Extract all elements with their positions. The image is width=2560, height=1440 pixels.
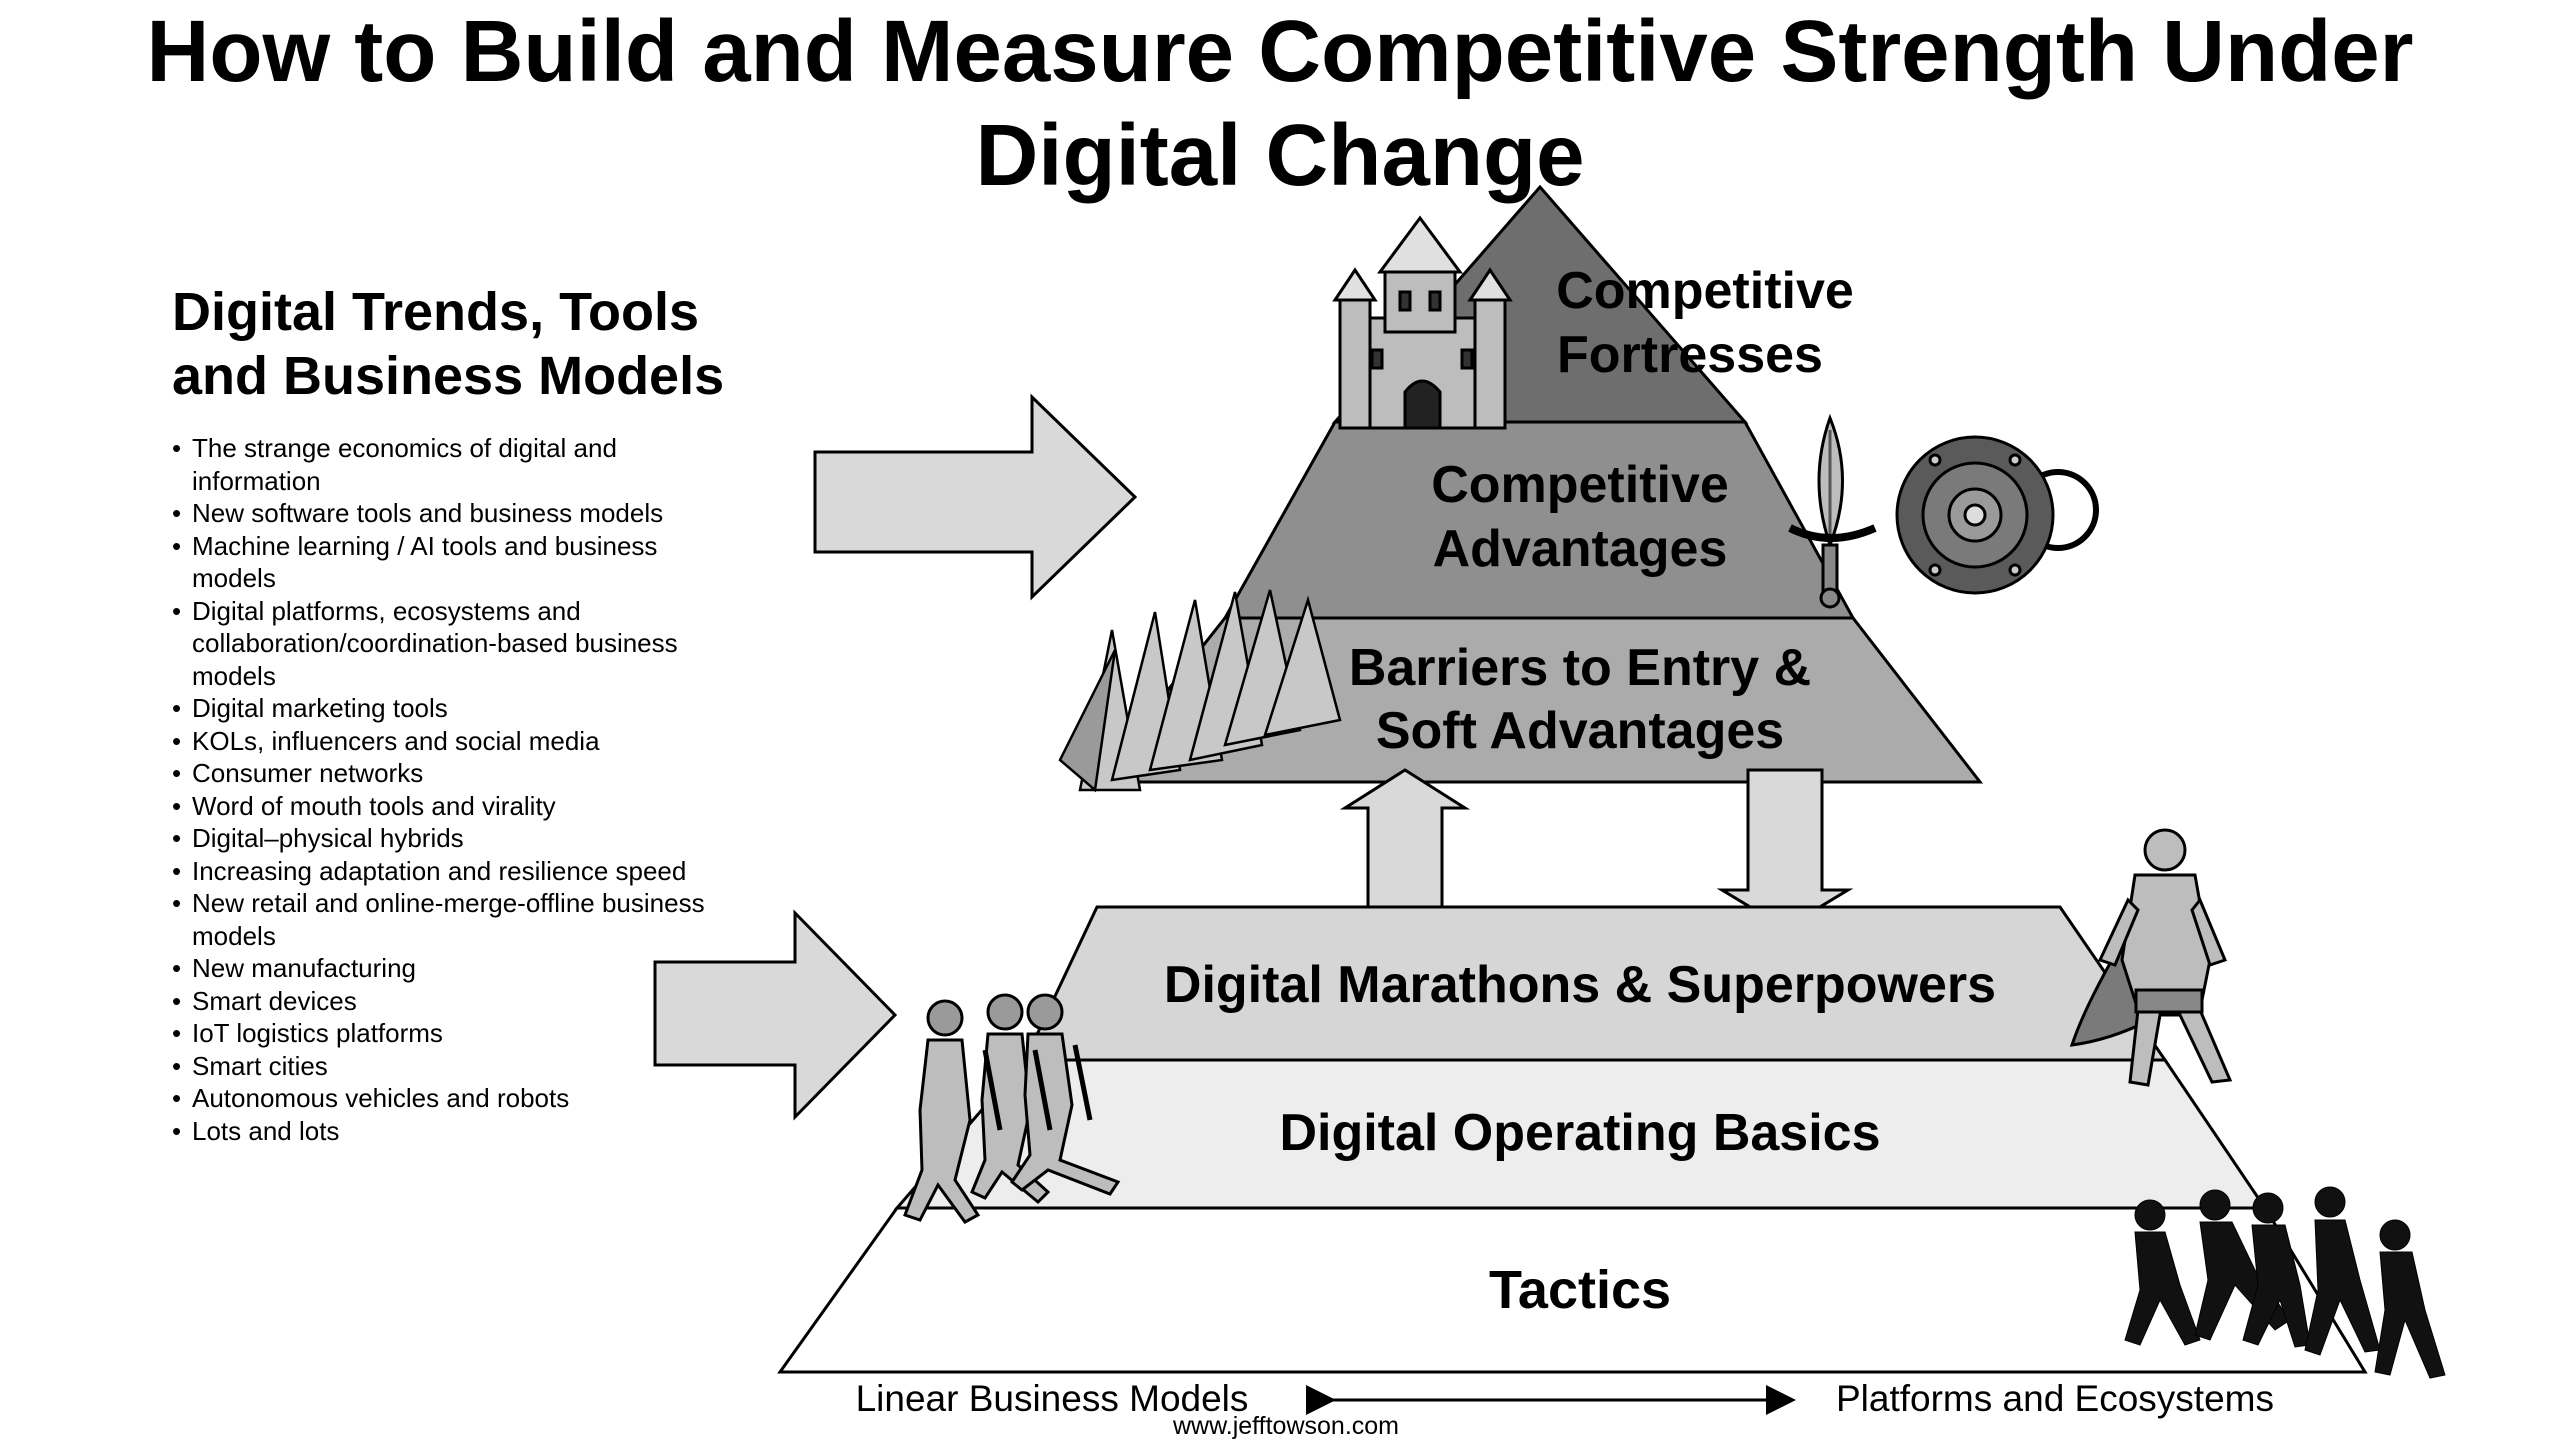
axis-left-label: Linear Business Models bbox=[856, 1378, 1249, 1419]
page-title-line2: Digital Change bbox=[975, 107, 1585, 204]
list-item: Digital–physical hybrids bbox=[172, 822, 732, 855]
list-item: Digital platforms, ecosystems and collab… bbox=[172, 595, 732, 693]
list-item: The strange economics of digital and inf… bbox=[172, 432, 732, 497]
list-item: New software tools and business models bbox=[172, 497, 732, 530]
input-arrow-bottom bbox=[653, 909, 898, 1121]
list-item: IoT logistics platforms bbox=[172, 1017, 732, 1050]
up-arrow bbox=[1339, 768, 1471, 929]
tactics-label: Tactics bbox=[1489, 1260, 1671, 1320]
page-title-line1: How to Build and Measure Competitive Str… bbox=[146, 3, 2414, 100]
basics-label: Digital Operating Basics bbox=[1279, 1104, 1880, 1162]
list-item: Lots and lots bbox=[172, 1115, 732, 1148]
sidebar-heading-line2: and Business Models bbox=[172, 346, 725, 406]
advantages-label-line1: Competitive bbox=[1431, 456, 1729, 514]
barriers-label-line1: Barriers to Entry & bbox=[1349, 639, 1811, 697]
trends-list: The strange economics of digital and inf… bbox=[172, 432, 732, 1147]
list-item: Smart cities bbox=[172, 1050, 732, 1083]
marathons-label: Digital Marathons & Superpowers bbox=[1164, 956, 1996, 1014]
soldiers-icon bbox=[903, 993, 1121, 1224]
list-item: Machine learning / AI tools and business… bbox=[172, 530, 732, 595]
advantages-label-line2: Advantages bbox=[1433, 520, 1728, 578]
sidebar-heading-line1: Digital Trends, Tools bbox=[172, 282, 700, 342]
list-item: Smart devices bbox=[172, 985, 732, 1018]
spikes-icon bbox=[1058, 589, 1342, 793]
list-item: Increasing adaptation and resilience spe… bbox=[172, 855, 732, 888]
page-title: How to Build and Measure Competitive Str… bbox=[0, 0, 2560, 208]
list-item: Autonomous vehicles and robots bbox=[172, 1082, 732, 1115]
footer-url: www.jefftowson.com bbox=[1172, 1412, 1399, 1440]
sidebar-heading: Digital Trends, Tools and Business Model… bbox=[172, 280, 792, 408]
axis-right-label: Platforms and Ecosystems bbox=[1836, 1378, 2274, 1419]
list-item: Digital marketing tools bbox=[172, 692, 732, 725]
barriers-label-line2: Soft Advantages bbox=[1376, 702, 1784, 760]
fortresses-label-line2: Fortresses bbox=[1557, 326, 1823, 384]
list-item: Word of mouth tools and virality bbox=[172, 790, 732, 823]
input-arrow-top bbox=[813, 393, 1138, 601]
fighters-icon bbox=[2124, 1186, 2446, 1379]
castle-icon bbox=[1332, 215, 1513, 430]
list-item: Consumer networks bbox=[172, 757, 732, 790]
list-item: KOLs, influencers and social media bbox=[172, 725, 732, 758]
list-item: New manufacturing bbox=[172, 952, 732, 985]
shield-icon bbox=[1895, 435, 2099, 595]
list-item: New retail and online-merge-offline busi… bbox=[172, 887, 732, 952]
fortresses-label-line1: Competitive bbox=[1556, 262, 1854, 320]
sword-icon bbox=[1788, 413, 1877, 609]
down-arrow bbox=[1716, 768, 1854, 930]
superhero-icon bbox=[2069, 828, 2233, 1087]
